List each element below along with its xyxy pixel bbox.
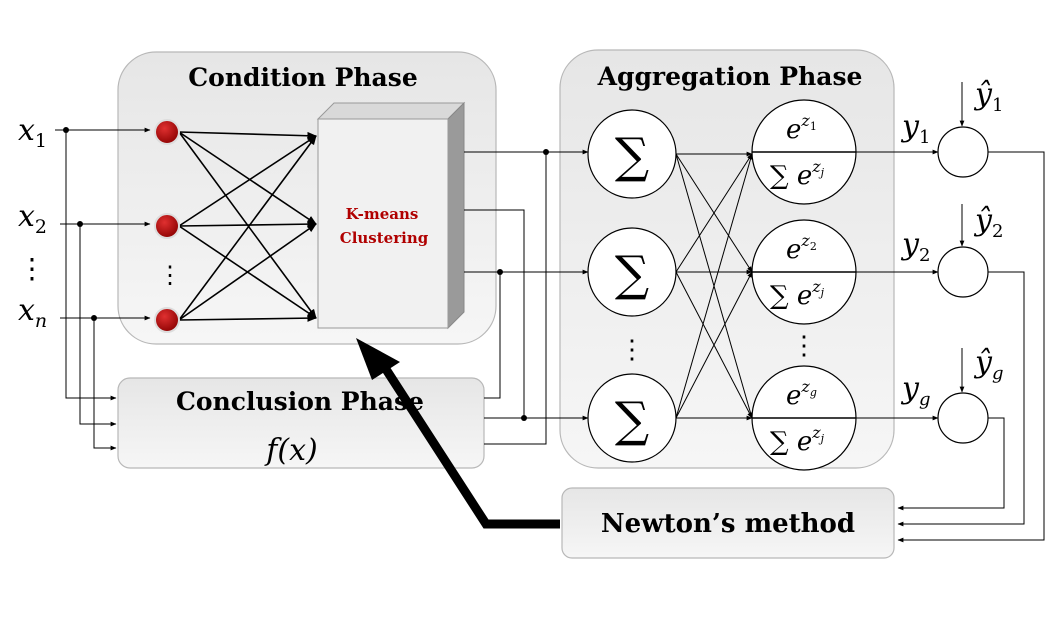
sum-node-g: ∑ <box>587 373 677 463</box>
target-label-y2-hat: ŷ2 <box>973 203 1003 242</box>
newton-method-label: Newton’s method <box>601 509 855 539</box>
sum-input-wiring <box>464 149 589 445</box>
conclusion-function: f(x) <box>264 433 317 468</box>
svg-text:ez1: ez1 <box>786 111 817 145</box>
svg-text:ezg: ezg <box>786 377 817 411</box>
kmeans-label-line2: Clustering <box>340 229 429 247</box>
kmeans-label-line1: K-means <box>346 205 419 223</box>
error-node-2 <box>937 246 989 298</box>
input-ellipsis: ⋮ <box>18 252 46 285</box>
output-label-y2: y2 <box>900 227 930 266</box>
sum-ellipsis: ⋮ <box>619 335 645 365</box>
svg-text:∑ ezj: ∑ ezj <box>770 157 825 191</box>
input-label-x1: x1 <box>18 113 47 152</box>
input-wiring <box>55 127 151 451</box>
svg-text:∑: ∑ <box>615 128 649 184</box>
output-wiring <box>856 82 965 421</box>
conclusion-phase-title: Conclusion Phase <box>176 387 424 416</box>
softmax-ellipsis: ⋮ <box>791 331 817 361</box>
softmax-node-2: ez2 ∑ ezj <box>751 219 857 325</box>
input-node-1 <box>154 119 180 145</box>
sum-node-2: ∑ <box>587 227 677 317</box>
condition-connections <box>178 131 317 322</box>
svg-text:ez2: ez2 <box>786 231 817 265</box>
kmeans-clustering-box <box>316 101 466 330</box>
softmax-node-1: ez1 ∑ ezj <box>751 99 857 205</box>
error-node-g <box>937 392 989 444</box>
svg-text:∑: ∑ <box>615 246 649 302</box>
sum-node-1: ∑ <box>587 109 677 199</box>
output-label-y1: y1 <box>900 109 930 148</box>
target-label-y1-hat: ŷ1 <box>973 77 1003 116</box>
conclusion-phase-panel <box>117 377 485 469</box>
parameter-update-arrow <box>356 338 560 529</box>
input-node-ellipsis: ⋮ <box>158 261 182 289</box>
condition-phase-title: Condition Phase <box>188 63 417 92</box>
input-node-2 <box>154 213 180 239</box>
svg-text:∑ ezj: ∑ ezj <box>770 423 825 457</box>
target-label-yg-hat: ŷg <box>973 345 1003 384</box>
feedback-wiring <box>897 151 1045 543</box>
softmax-node-g: ezg ∑ ezj <box>751 365 857 471</box>
output-label-yg: yg <box>900 371 930 410</box>
input-label-x2: x2 <box>18 199 47 238</box>
input-label-xn: xn <box>18 293 47 332</box>
error-node-1 <box>937 126 989 178</box>
aggregation-phase-title: Aggregation Phase <box>597 62 863 91</box>
aggregation-connections <box>675 151 753 421</box>
input-node-n <box>154 307 180 333</box>
newton-method-panel <box>561 487 895 559</box>
svg-text:∑: ∑ <box>615 392 649 448</box>
svg-text:∑ ezj: ∑ ezj <box>770 277 825 311</box>
